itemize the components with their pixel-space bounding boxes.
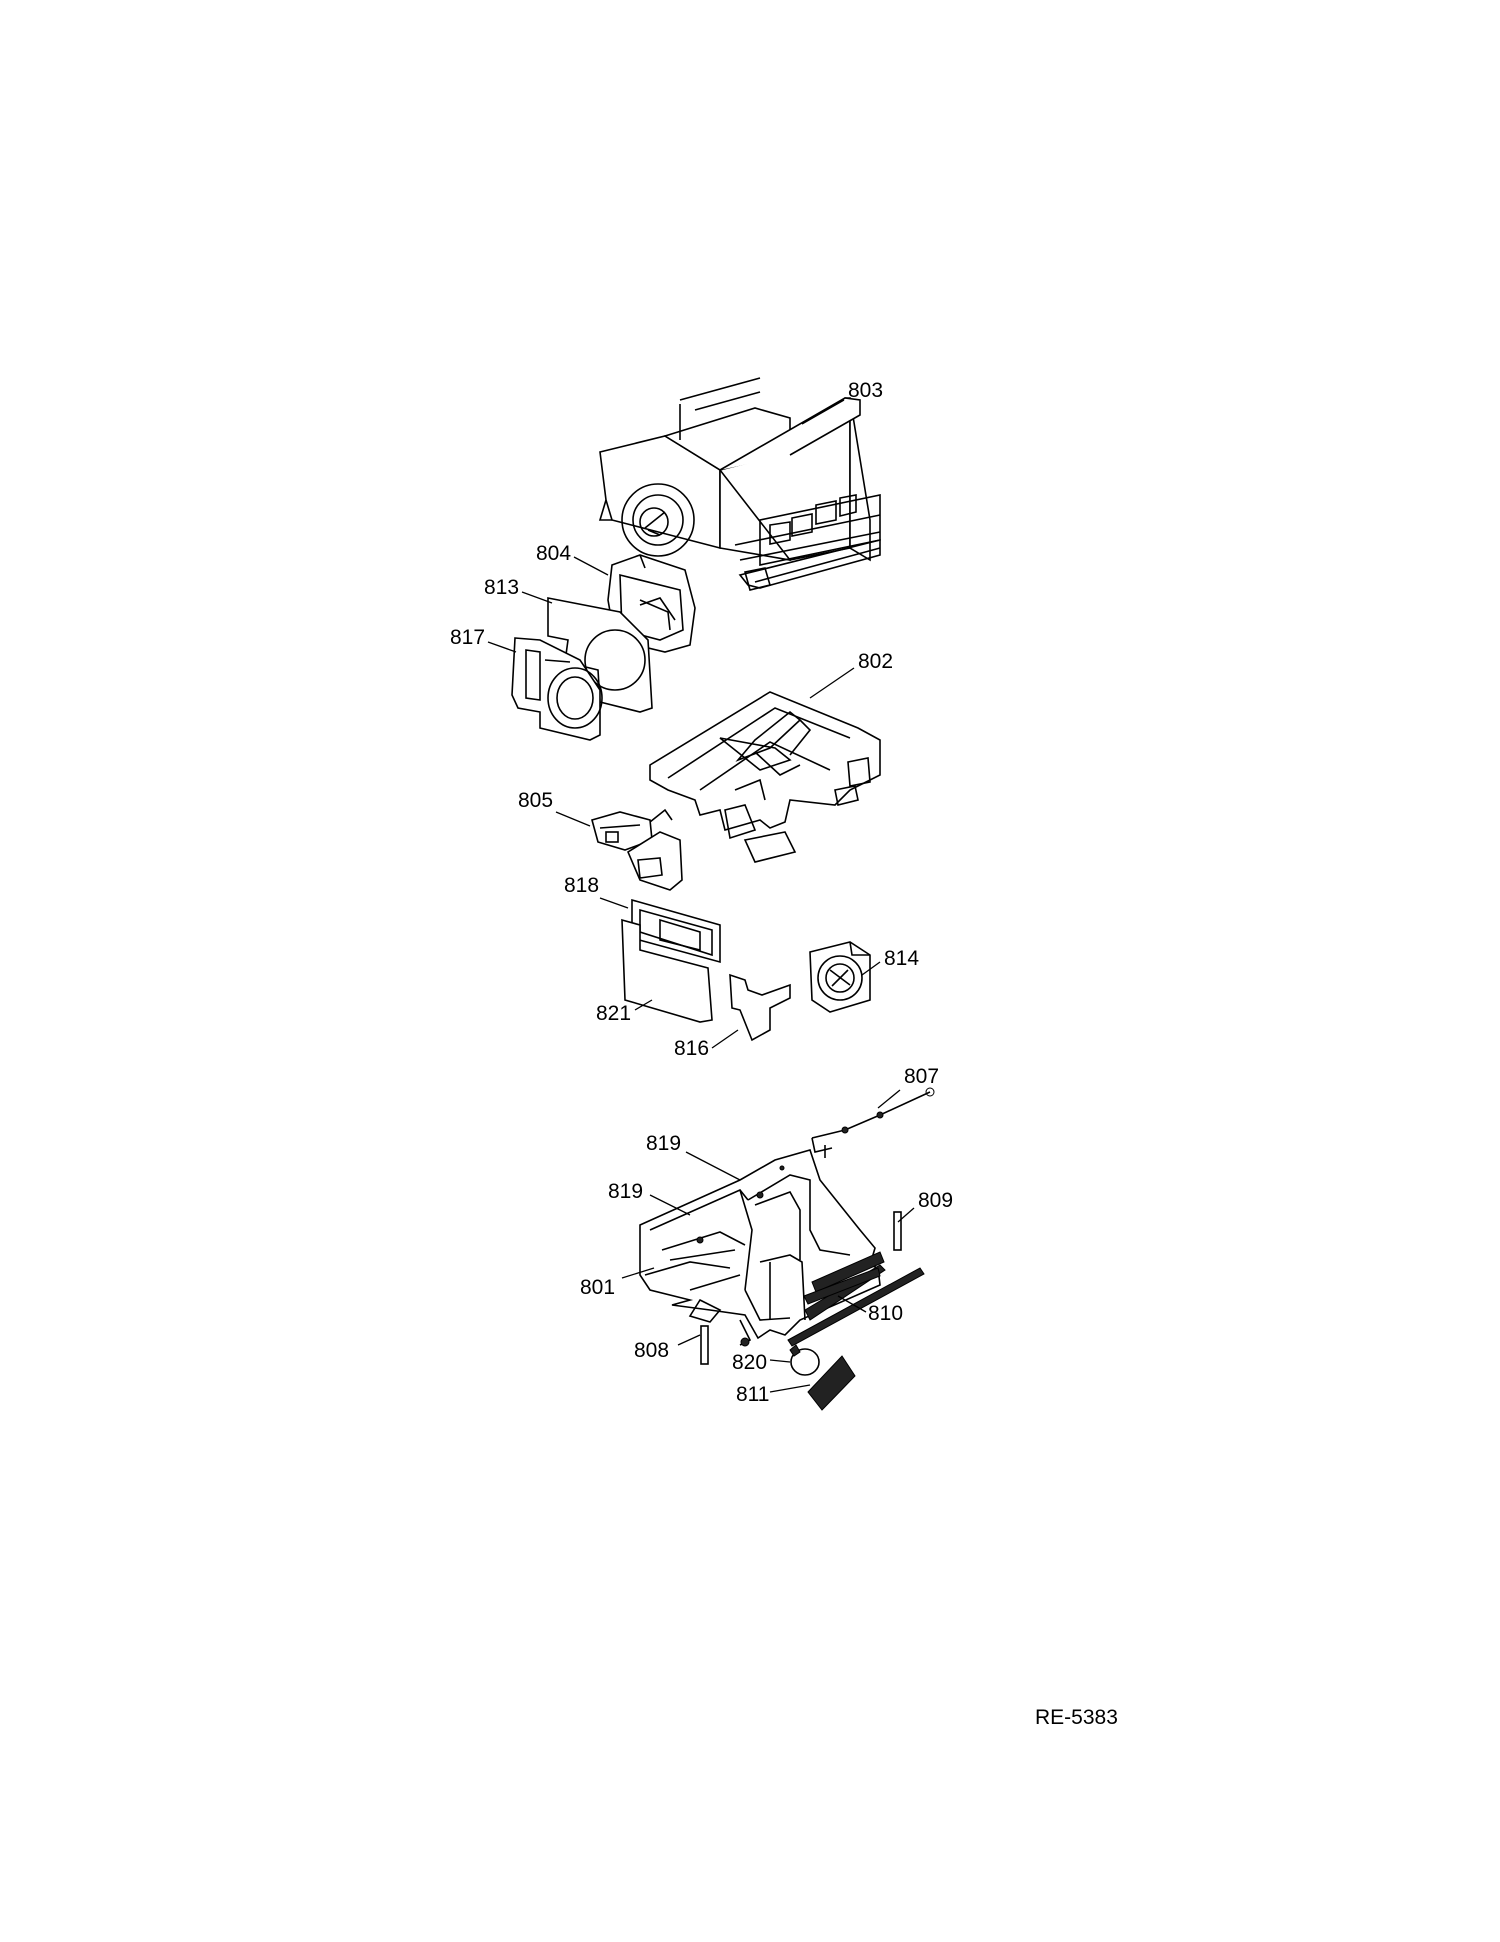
part-805-bracket: [591, 808, 683, 891]
label-807: 807: [904, 1065, 939, 1088]
label-819-lower: 819: [608, 1180, 643, 1203]
part-labels: 803 804 813 817 802 805 818 814 821 816 …: [450, 379, 953, 1406]
label-809: 809: [918, 1189, 953, 1212]
label-819-upper: 819: [646, 1132, 681, 1155]
label-808: 808: [634, 1339, 669, 1362]
label-817: 817: [450, 626, 485, 649]
label-811: 811: [736, 1383, 769, 1406]
part-811-grille: [807, 1355, 856, 1411]
label-820: 820: [732, 1351, 767, 1374]
part-816-deflector: [729, 973, 791, 1042]
label-816: 816: [674, 1037, 709, 1060]
part-802-tray: [649, 691, 881, 863]
label-801: 801: [580, 1276, 615, 1299]
label-818: 818: [564, 874, 599, 897]
label-814: 814: [884, 947, 919, 970]
part-820-bulb: [789, 1344, 820, 1376]
leader-lines: [487, 399, 915, 1393]
label-805: 805: [518, 789, 553, 812]
label-810: 810: [868, 1302, 903, 1325]
part-814-fan: [809, 941, 871, 1013]
label-804: 804: [536, 542, 571, 565]
drawing-code: RE-5383: [1035, 1706, 1118, 1729]
label-821: 821: [596, 1002, 631, 1025]
part-803-housing: [598, 377, 881, 591]
part-821-insulation: [621, 918, 713, 1023]
label-803: 803: [848, 379, 883, 402]
part-808-pin: [700, 1325, 709, 1365]
label-802: 802: [858, 650, 893, 673]
label-813: 813: [484, 576, 519, 599]
part-817-frame: [511, 637, 603, 741]
part-809-pin: [893, 1211, 902, 1251]
part-801-case: [639, 1149, 886, 1347]
part-807-wire: [811, 1087, 935, 1158]
